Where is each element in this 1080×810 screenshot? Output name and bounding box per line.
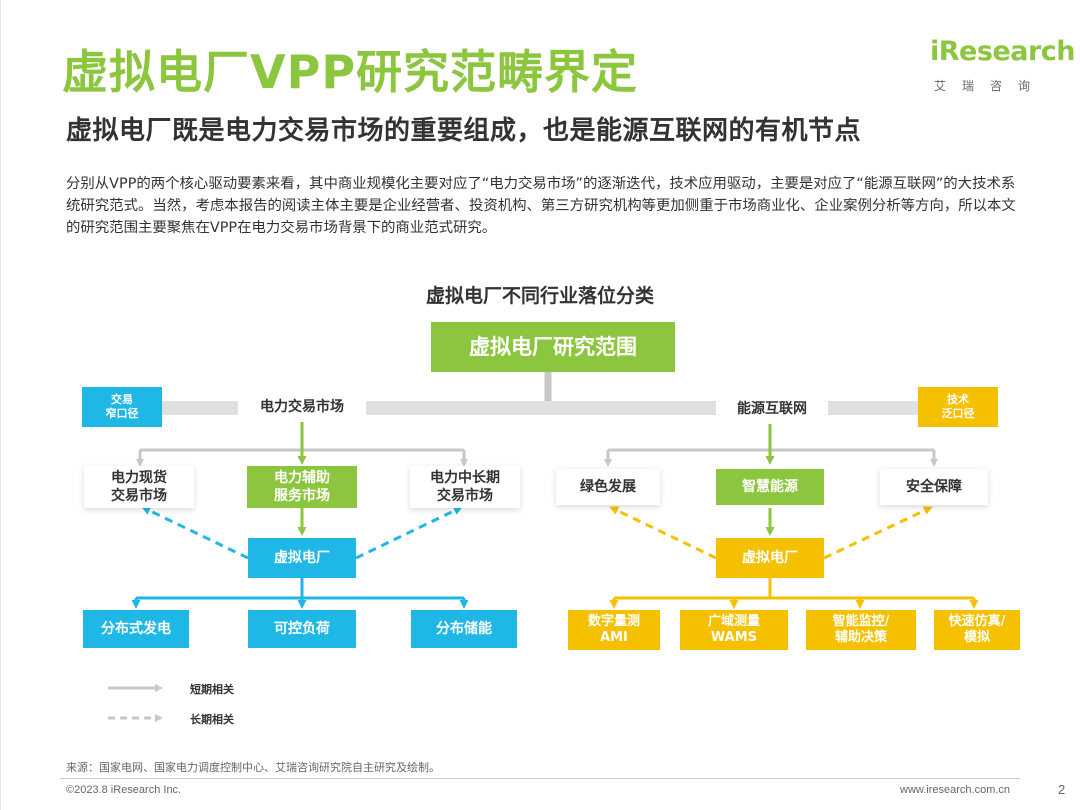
page-number: 2	[1058, 782, 1066, 797]
copyright: ©2023.8 iResearch Inc.	[66, 784, 182, 796]
right-vpp-node: 虚拟电厂	[716, 538, 824, 578]
root-node: 虚拟电厂研究范围	[431, 322, 675, 372]
page-title: 虚拟电厂VPP研究范畴界定	[62, 45, 639, 99]
branch-power-trading-market: 电力交易市场	[238, 392, 366, 422]
leaf-fast-simulation: 快速仿真/ 模拟	[934, 610, 1020, 650]
leaf-distributed-storage: 分布储能	[411, 610, 517, 648]
iresearch-logo: iResearch 艾瑞咨询	[930, 36, 1076, 96]
left-vpp-node: 虚拟电厂	[248, 538, 356, 578]
item-spot-market: 电力现货 交易市场	[84, 466, 194, 508]
legend-long-term: 长期相关	[190, 713, 234, 726]
item-mid-long-term-market: 电力中长期 交易市场	[410, 466, 520, 508]
item-smart-energy: 智慧能源	[716, 469, 824, 505]
leaf-distributed-generation: 分布式发电	[83, 610, 189, 648]
logo-brand: iResearch	[930, 36, 1076, 67]
website-link[interactable]: www.iresearch.com.cn	[900, 784, 1011, 796]
intro-paragraph: 分别从VPP的两个核心驱动要素来看，其中商业规模化主要对应了“电力交易市场”的逐…	[66, 176, 1016, 236]
leaf-controllable-load: 可控负荷	[248, 610, 356, 648]
item-security-assurance: 安全保障	[880, 469, 988, 505]
item-green-development: 绿色发展	[556, 469, 660, 505]
left-scope-tag: 交易 窄口径	[82, 387, 162, 427]
diagram-title: 虚拟电厂不同行业落位分类	[425, 285, 654, 307]
logo-subtext: 艾瑞咨询	[934, 79, 1047, 93]
footer-divider	[60, 778, 1020, 779]
right-scope-tag: 技术 泛口径	[918, 387, 998, 427]
legend-short-term: 短期相关	[190, 683, 234, 696]
leaf-smart-monitoring: 智能监控/ 辅助决策	[806, 610, 916, 650]
branch-energy-internet: 能源互联网	[716, 394, 828, 424]
item-ancillary-service-market: 电力辅助 服务市场	[247, 466, 357, 508]
page-subtitle: 虚拟电厂既是电力交易市场的重要组成，也是能源互联网的有机节点	[66, 116, 862, 146]
leaf-wams: 广域测量 WAMS	[680, 610, 788, 650]
source-note: 来源：国家电网、国家电力调度控制中心、艾瑞咨询研究院自主研究及绘制。	[66, 761, 440, 774]
leaf-ami: 数字量测 AMI	[568, 610, 660, 650]
